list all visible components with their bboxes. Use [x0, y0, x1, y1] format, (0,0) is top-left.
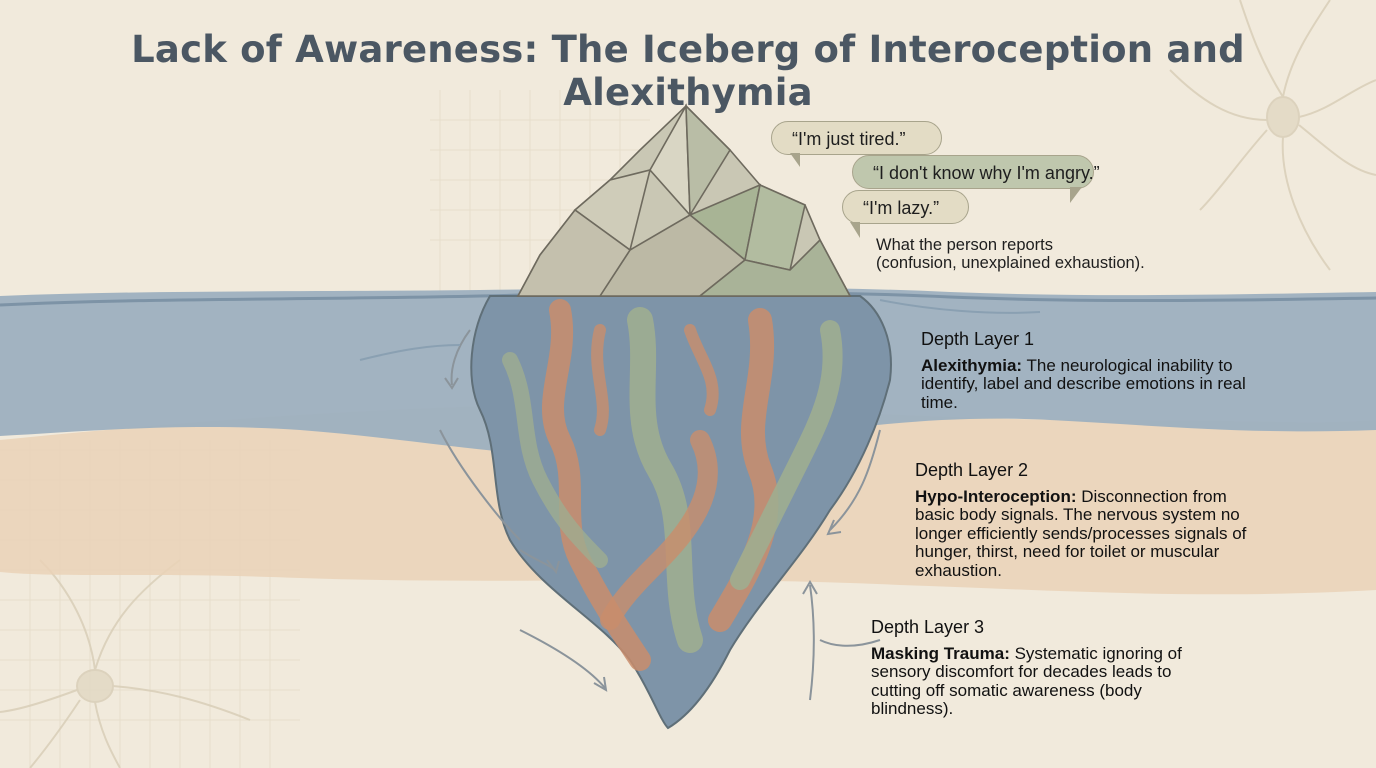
layer-text: sensory discomfort for decades leads to	[871, 662, 1172, 681]
flow-arrows	[359, 299, 1041, 701]
layer-text: time.	[921, 392, 958, 412]
neuron-decoration-bottom-left	[0, 559, 251, 768]
layer-heading: Depth Layer 1	[921, 329, 1035, 349]
quote-bubble-tired: “I'm just tired.”	[771, 121, 942, 155]
depth-layer-2: Depth Layer 2 Hypo-Interoception: Discon…	[915, 461, 1246, 580]
layer-text: exhaustion.	[915, 560, 1002, 580]
reported-symptoms-caption: What the person reports (confusion, unex…	[876, 236, 1145, 272]
layer-heading: Depth Layer 2	[915, 460, 1029, 480]
layer-text: hunger, thirst, need for toilet or muscu…	[915, 542, 1220, 561]
layer-text: basic body signals. The nervous system n…	[915, 505, 1240, 524]
layer-term: Hypo-Interoception:	[915, 486, 1077, 506]
layer-term: Alexithymia:	[921, 355, 1023, 375]
iceberg-tip	[516, 103, 852, 297]
bubble-tail-icon	[850, 222, 860, 238]
report-line: What the person reports	[876, 236, 1054, 254]
quote-bubble-angry: “I don't know why I'm angry.”	[852, 155, 1100, 189]
layer-text: The neurological inability to	[1022, 355, 1233, 375]
page-title: Lack of Awareness: The Iceberg of Intero…	[131, 28, 1245, 114]
quote-text: “I'm lazy.”	[863, 198, 940, 218]
quote-text: “I'm just tired.”	[792, 129, 906, 149]
depth-layer-3: Depth Layer 3 Masking Trauma: Systematic…	[871, 618, 1182, 719]
quote-text: “I don't know why I'm angry.”	[873, 163, 1100, 183]
quote-bubble-lazy: “I'm lazy.”	[842, 190, 969, 224]
layer-text: longer efficiently sends/processes signa…	[915, 523, 1247, 543]
bubble-tail-icon	[790, 153, 800, 167]
bubble-tail-icon	[1070, 187, 1082, 203]
layer-term: Masking Trauma:	[871, 643, 1010, 663]
layer-text: Disconnection from	[1076, 486, 1227, 506]
layer-text: blindness).	[871, 699, 954, 718]
layer-text: identify, label and describe emotions in…	[921, 374, 1246, 393]
layer-text: Systematic ignoring of	[1009, 643, 1182, 663]
depth-layer-1: Depth Layer 1 Alexithymia: The neurologi…	[921, 330, 1246, 412]
iceberg-veins	[502, 299, 843, 671]
layer-text: cutting off somatic awareness (body	[871, 680, 1142, 700]
report-line: (confusion, unexplained exhaustion).	[876, 254, 1145, 272]
layer-heading: Depth Layer 3	[871, 617, 985, 637]
neuron-decoration-top-right	[1169, 0, 1376, 271]
